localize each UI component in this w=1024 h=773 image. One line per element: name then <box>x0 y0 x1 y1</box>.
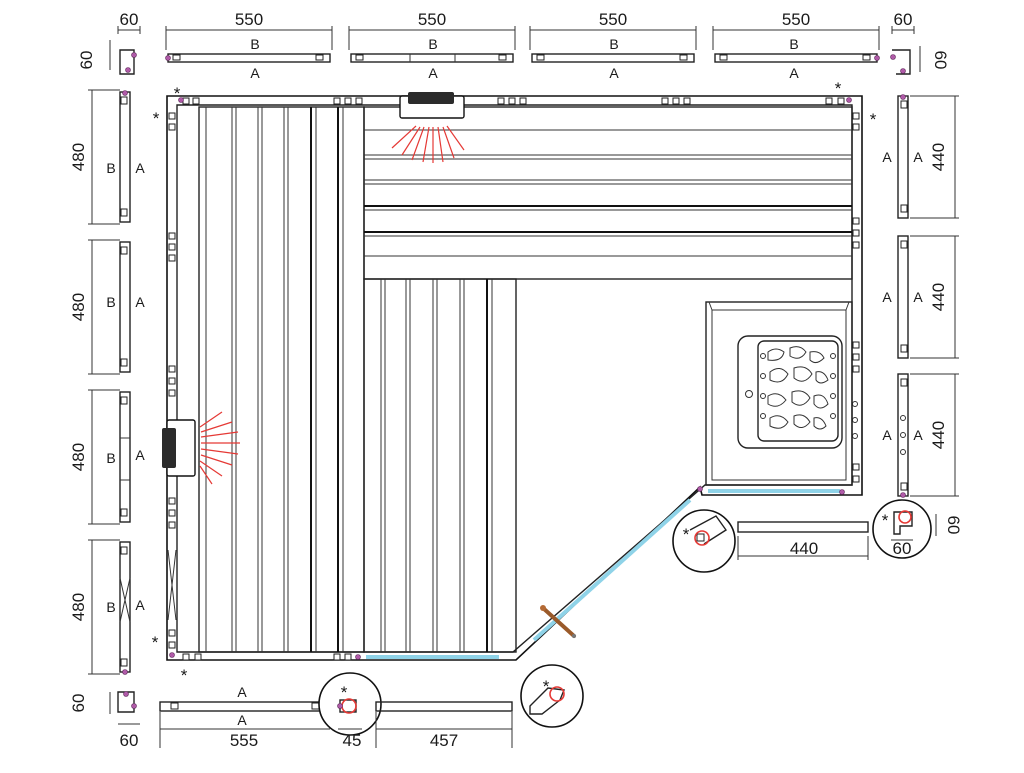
bottom-door-panel: 457 <box>375 701 513 750</box>
left-panel-2: 480 B A <box>69 239 145 375</box>
face-a: A <box>913 149 923 165</box>
asterisk-mark: * <box>152 633 159 652</box>
asterisk-mark: * <box>870 110 877 129</box>
face-b: B <box>609 36 618 52</box>
dim-left-panel-3: 480 <box>69 443 88 471</box>
dim-right-lower-panel: 440 <box>790 539 818 558</box>
asterisk-mark: * <box>835 79 842 98</box>
dim-bottom-post: 45 <box>343 731 362 750</box>
top-panel-1: 550 B A <box>165 10 333 81</box>
dim-right-lower-corner: 60 <box>893 539 912 558</box>
face-a: A <box>789 65 799 81</box>
face-b: B <box>106 599 115 615</box>
face-a: A <box>135 294 145 310</box>
dim-right-panel-3: 440 <box>929 421 948 449</box>
right-panel-2: 440 A A <box>882 235 959 359</box>
bottom-row: 60 60 A A 555 * 45 <box>69 664 584 750</box>
dim-right-panel-1: 440 <box>929 143 948 171</box>
left-panels-column: 480 B A 480 B A 480 B A <box>69 89 145 675</box>
dim-bottom-door-panel: 457 <box>430 731 458 750</box>
asterisk-mark: * <box>543 677 550 696</box>
asterisk-mark: * <box>683 525 690 544</box>
face-a: A <box>428 65 438 81</box>
face-b: B <box>428 36 437 52</box>
glass-door <box>532 498 692 642</box>
asterisk-mark: * <box>181 666 188 685</box>
left-bench <box>198 106 365 653</box>
face-a: A <box>135 597 145 613</box>
top-panel-3: 550 B A <box>529 10 697 81</box>
face-a: A <box>882 289 892 305</box>
face-a: A <box>609 65 619 81</box>
right-panel-3: 440 A A <box>882 373 959 498</box>
face-a: A <box>882 149 892 165</box>
top-panel-4: 550 B A <box>712 10 880 81</box>
face-b: B <box>250 36 259 52</box>
right-lower-panel: 440 <box>737 521 869 560</box>
face-b: B <box>106 160 115 176</box>
dim-bottom-corner-left: 60 <box>120 731 139 750</box>
right-wall-clips <box>852 112 860 483</box>
face-a: A <box>913 427 923 443</box>
right-lower-parts: * 440 * 60 60 <box>672 499 963 573</box>
heater-stones <box>767 346 829 430</box>
top-left-corner-piece: 60 60 <box>77 10 141 75</box>
detail-circle-right-corner: * 60 60 <box>872 499 963 559</box>
face-b: B <box>789 36 798 52</box>
left-panel-4: 480 B A <box>69 539 145 675</box>
dim-top-panel-3: 550 <box>599 10 627 29</box>
dim-top-corner-left-side: 60 <box>77 51 96 70</box>
face-b: B <box>106 450 115 466</box>
face-a: A <box>135 447 145 463</box>
dim-left-panel-1: 480 <box>69 143 88 171</box>
top-wall-clips <box>178 97 852 105</box>
dim-right-lower-corner-side: 60 <box>944 516 963 535</box>
detail-circle-door-joint: * <box>520 664 584 728</box>
top-right-corner-piece: 60 60 <box>890 10 950 75</box>
dim-right-panel-2: 440 <box>929 283 948 311</box>
face-a: A <box>135 160 145 176</box>
dim-bottom-left-panel: 555 <box>230 731 258 750</box>
lower-bench <box>363 278 517 653</box>
face-a: A <box>882 427 892 443</box>
dim-bottom-corner-left-side: 60 <box>69 694 88 713</box>
dim-top-panel-4: 550 <box>782 10 810 29</box>
right-panel-1: 440 A A <box>882 94 959 219</box>
bottom-wall-clips <box>182 653 361 661</box>
face-a: A <box>237 684 247 700</box>
detail-circle-diagonal-joint: * <box>672 509 736 573</box>
dim-left-panel-4: 480 <box>69 593 88 621</box>
face-a: A <box>913 289 923 305</box>
dim-top-panel-1: 550 <box>235 10 263 29</box>
left-wall-clips <box>167 112 177 658</box>
heater-enclosure <box>705 301 853 486</box>
left-panel-3: 480 B A <box>69 389 145 525</box>
top-dimension-row: 60 60 550 B A 550 B <box>77 10 950 81</box>
face-a: A <box>237 712 247 728</box>
dim-top-panel-2: 550 <box>418 10 446 29</box>
floor-plan: * * * * * * <box>152 79 877 685</box>
left-panel-1: 480 B A <box>69 89 145 225</box>
asterisk-mark: * <box>174 84 181 103</box>
infrared-emitter-top <box>391 92 465 163</box>
dim-top-corner-right: 60 <box>894 10 913 29</box>
detail-circle-door-post: * 45 <box>318 672 382 750</box>
face-a: A <box>250 65 260 81</box>
top-panel-2: 550 B A <box>348 10 516 81</box>
infrared-emitter-left <box>162 411 240 485</box>
dim-top-corner-right-side: 60 <box>931 51 950 70</box>
dim-left-panel-2: 480 <box>69 293 88 321</box>
top-bench <box>363 106 853 280</box>
face-b: B <box>106 294 115 310</box>
bottom-left-panel: A A 555 <box>159 684 330 750</box>
asterisk-mark: * <box>341 683 348 702</box>
door-handle[interactable] <box>540 605 576 638</box>
asterisk-mark: * <box>882 511 889 530</box>
asterisk-mark: * <box>153 109 160 128</box>
dim-top-corner-left: 60 <box>120 10 139 29</box>
bottom-left-corner-piece: 60 60 <box>69 691 140 750</box>
right-panels-column: 440 A A 440 A A 440 A A <box>882 94 959 498</box>
